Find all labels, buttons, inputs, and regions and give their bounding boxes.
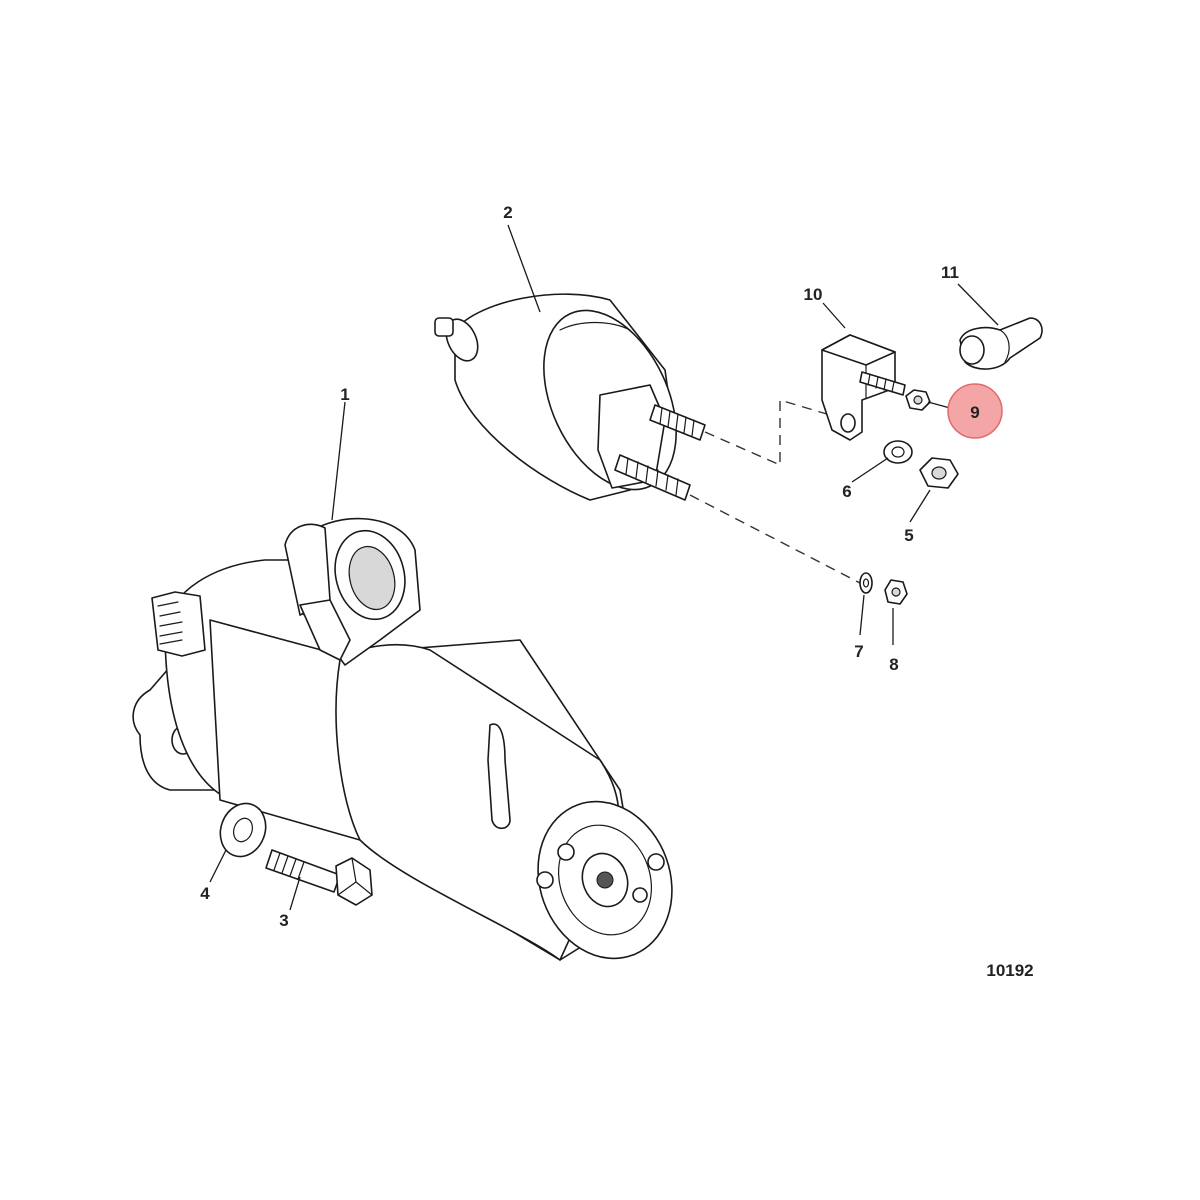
figure-number: 10192	[986, 961, 1033, 980]
bolt-part-3	[265, 849, 373, 906]
washer-part-4	[219, 802, 267, 858]
washer-part-7	[859, 572, 873, 594]
callout-4: 4	[200, 884, 210, 903]
callout-11: 11	[941, 263, 959, 282]
callout-10: 10	[804, 285, 823, 304]
callout-8: 8	[889, 655, 898, 674]
leader-lines	[209, 224, 999, 911]
assembly-line-lower	[689, 494, 861, 584]
callout-9: 9	[970, 403, 979, 422]
callout-highlight-circle	[947, 383, 1003, 439]
starter-motor	[132, 517, 673, 961]
hex-nut-part-5	[919, 457, 959, 489]
assembly-line-upper	[704, 399, 831, 467]
callout-2: 2	[503, 203, 512, 222]
nut-part-8	[884, 579, 908, 605]
callout-5: 5	[904, 526, 913, 545]
callout-1: 1	[340, 385, 349, 404]
starter-solenoid	[434, 293, 706, 501]
callout-6: 6	[842, 482, 851, 501]
callout-3: 3	[279, 911, 288, 930]
nut-part-9	[905, 389, 931, 411]
callout-7: 7	[854, 642, 863, 661]
terminal-boot	[959, 317, 1043, 370]
lock-washer-part-6	[883, 440, 913, 464]
terminal-bracket	[821, 334, 906, 441]
